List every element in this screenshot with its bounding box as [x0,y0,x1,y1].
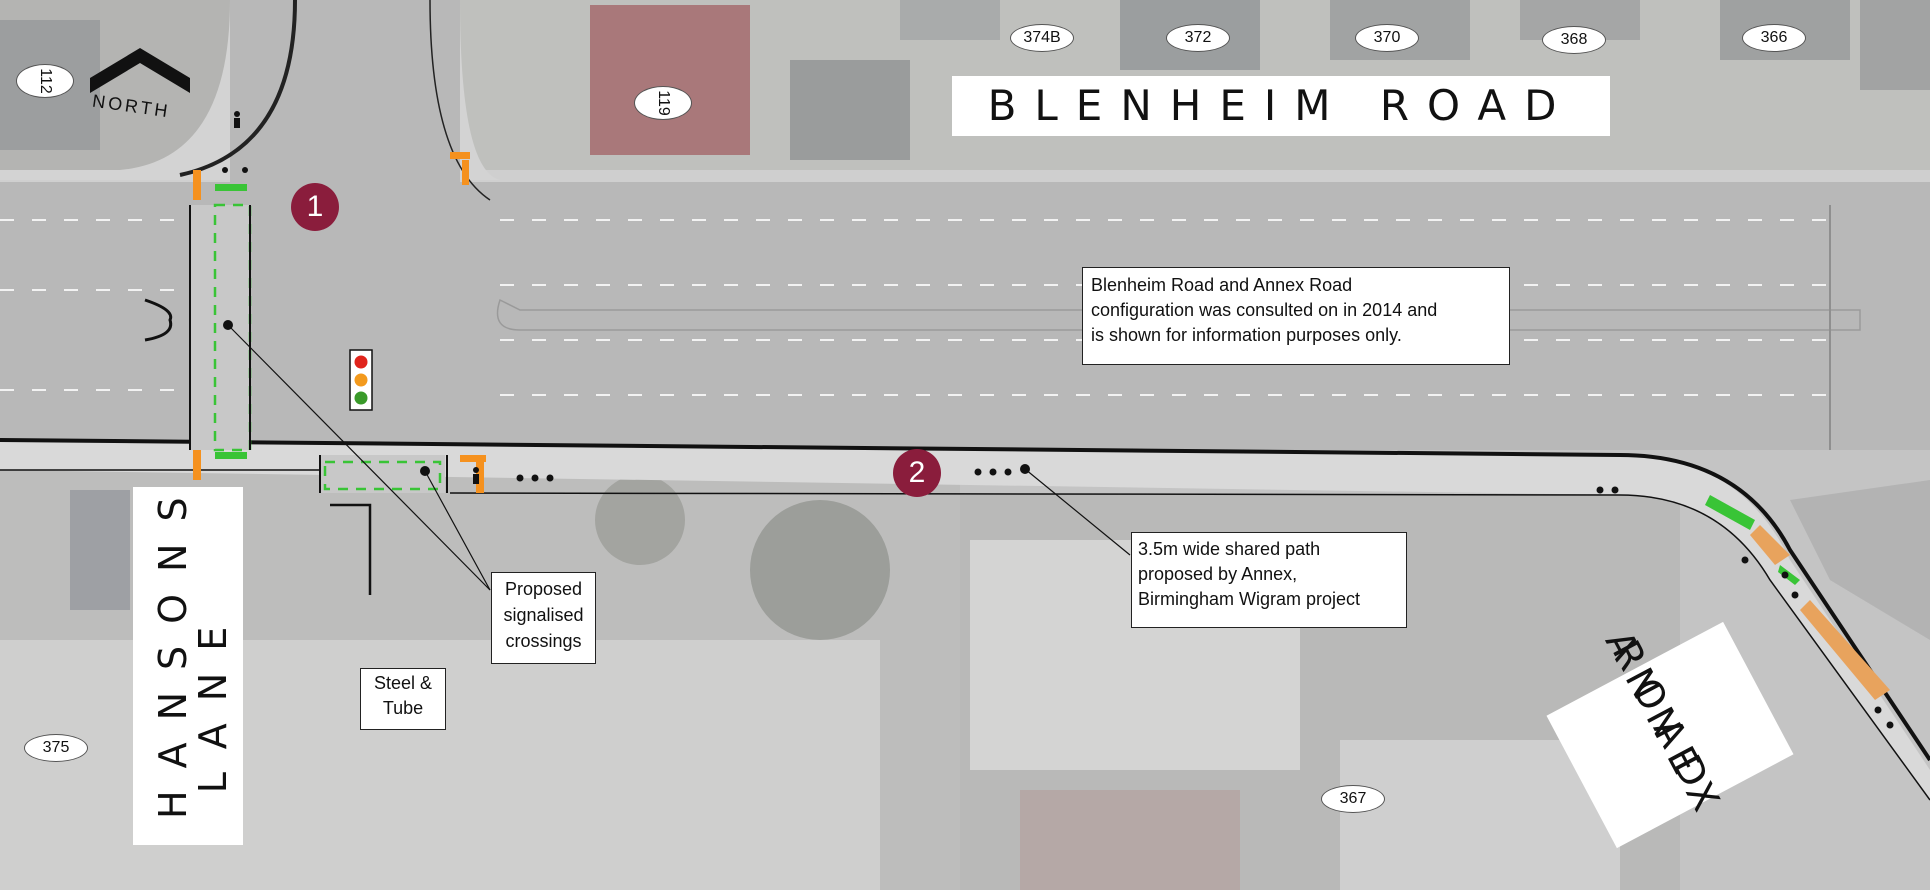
address-375: 375 [24,734,88,762]
address-367: 367 [1321,785,1385,813]
traffic-light-icon [349,349,373,411]
leader-lines [227,324,1131,591]
shared-path-line: Birmingham Wigram project [1138,589,1361,609]
crossing-west [189,170,252,480]
steel-tube-line: Steel & [373,673,433,693]
crossings-line: Proposed [504,579,583,599]
shared-path-line: proposed by Annex, [1138,564,1298,584]
hansons-label-line2: LANE [191,604,235,794]
marker-2: 2 [893,449,941,497]
hansons-label-line1: HANSONS [151,475,195,819]
address-372: 372 [1166,24,1230,52]
crossing-annex [1705,495,1890,700]
crossings-line: signalised [503,605,584,625]
pedestrian-icon [222,111,479,484]
hansons-lane-label: HANSONS LANE [133,475,243,845]
shared-path-line: 3.5m wide shared path [1138,539,1321,559]
address-374b: 374B [1010,24,1074,52]
info-note-callout: Blenheim Road and Annex Road configurati… [1082,267,1510,365]
crossings-line: crossings [505,631,582,651]
address-368: 368 [1542,26,1606,54]
info-note-line: configuration was consulted on in 2014 a… [1091,300,1438,320]
blenheim-road-surface [0,180,1930,450]
cyclist-icon [516,468,1894,729]
address-112: 112 [16,64,74,98]
info-note-line: is shown for information purposes only. [1091,325,1402,345]
crossings-callout: Proposed signalised crossings [491,572,596,664]
north-arrow-icon [90,48,190,93]
address-366: 366 [1742,24,1806,52]
address-370: 370 [1355,24,1419,52]
blenheim-road-label: BLENHEIM ROAD [952,76,1610,136]
steel-tube-line: Tube [382,698,424,718]
address-119: 119 [634,86,692,120]
steel-tube-label: Steel & Tube [360,668,446,730]
info-note-line: Blenheim Road and Annex Road [1091,275,1353,295]
marker-1: 1 [291,183,339,231]
properties-south [0,470,1680,890]
shared-path-callout: 3.5m wide shared path proposed by Annex,… [1131,532,1407,628]
